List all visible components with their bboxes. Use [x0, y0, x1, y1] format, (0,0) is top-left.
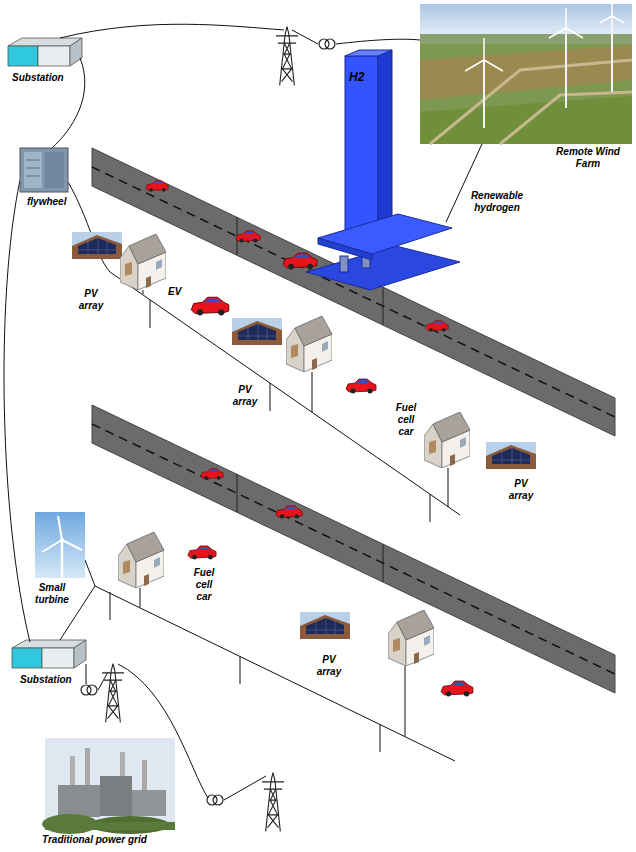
component-label: PV array	[230, 384, 260, 408]
power-wire	[60, 24, 284, 38]
transformer	[319, 39, 335, 49]
small-turbine-photo	[42, 516, 82, 552]
pv-photo	[300, 612, 350, 639]
hydrogen-station	[318, 238, 372, 260]
wind-farm-photo	[420, 4, 632, 36]
wind-farm-photo	[430, 60, 632, 144]
hydrogen-station	[345, 56, 378, 232]
house	[388, 610, 434, 666]
component-label: Traditional power grid	[42, 834, 147, 846]
wind-farm-photo	[420, 96, 632, 144]
pylon	[262, 773, 284, 832]
component-label: Substation	[20, 674, 72, 686]
flywheel-photo	[20, 148, 68, 192]
component-label: EV	[168, 286, 181, 298]
transformer	[207, 795, 223, 805]
station-sign-text: H2	[349, 70, 364, 84]
fuel-cell-car	[188, 546, 216, 560]
wind-farm-photo	[420, 45, 632, 100]
power-wire	[140, 588, 405, 736]
component-label: flywheel	[27, 196, 66, 208]
component-label: PV array	[76, 288, 106, 312]
hydrogen-station	[345, 50, 392, 56]
power-wire	[224, 776, 266, 800]
car	[276, 506, 302, 519]
power-wire	[98, 672, 108, 690]
power-plant-photo	[142, 760, 147, 790]
electric-car	[191, 297, 229, 315]
house	[286, 316, 332, 372]
power-plant-photo	[42, 738, 175, 834]
hydrogen-station	[340, 256, 348, 272]
component-label: Substation	[12, 72, 64, 84]
pv-photo	[232, 318, 282, 345]
power-wire	[4, 24, 482, 800]
wind-farm-photo	[420, 34, 632, 44]
power-plant-photo	[85, 748, 90, 786]
pv-photo	[72, 232, 122, 259]
house	[118, 532, 164, 588]
component-label: Remote Wind Farm	[548, 146, 628, 170]
car	[236, 231, 260, 243]
power-plant-photo	[45, 822, 175, 830]
flywheel-photo	[45, 152, 64, 188]
wind-farm-photo	[420, 4, 632, 144]
small-turbine-photo	[61, 540, 64, 578]
power-wire	[85, 560, 95, 586]
road	[92, 405, 615, 693]
road	[92, 424, 615, 674]
small-turbine-photo	[60, 538, 64, 542]
house	[120, 234, 166, 290]
power-plant-photo	[58, 785, 100, 817]
wind-farm-photo	[465, 4, 624, 71]
wind-farm-photo	[420, 4, 632, 144]
component-label: Small turbine	[28, 582, 76, 606]
power-wire	[336, 39, 420, 44]
car	[441, 681, 473, 696]
power-wire	[86, 664, 87, 684]
substation-icon	[8, 38, 82, 66]
wind-farm-photo	[484, 16, 612, 128]
component-label: PV array	[314, 654, 344, 678]
power-plant-photo	[70, 756, 75, 786]
power-plant-photo	[100, 776, 132, 816]
road	[237, 474, 383, 582]
power-wire	[292, 30, 318, 44]
substation-icon	[12, 640, 86, 668]
flywheel-photo	[26, 160, 40, 176]
flywheel-photo	[20, 148, 68, 192]
power-plant-photo	[120, 752, 125, 778]
component-label: Fuel cell car	[392, 402, 420, 438]
car	[201, 469, 224, 480]
component-label: PV array	[506, 478, 536, 502]
transformer	[81, 685, 97, 695]
pv-photo	[486, 442, 536, 469]
pylon	[102, 664, 124, 723]
hydrogen-station	[306, 246, 460, 290]
car	[283, 253, 317, 269]
small-turbine-photo	[35, 512, 85, 578]
power-wire	[52, 58, 85, 148]
pylon	[276, 27, 298, 86]
road	[92, 148, 615, 693]
power-wire	[110, 592, 380, 752]
house	[424, 412, 470, 468]
power-wire	[60, 586, 455, 761]
power-wire	[4, 180, 30, 642]
car	[146, 181, 169, 192]
hydrogen-station	[378, 50, 392, 232]
component-label: Fuel cell car	[190, 567, 218, 603]
hydrogen-station	[306, 50, 460, 290]
car	[426, 321, 449, 332]
small-turbine-photo	[35, 512, 85, 578]
power-plant-photo	[132, 790, 166, 816]
fuel-cell-car	[346, 379, 376, 394]
flywheel-photo	[24, 152, 42, 188]
component-label: Renewable hydrogen	[468, 190, 526, 214]
